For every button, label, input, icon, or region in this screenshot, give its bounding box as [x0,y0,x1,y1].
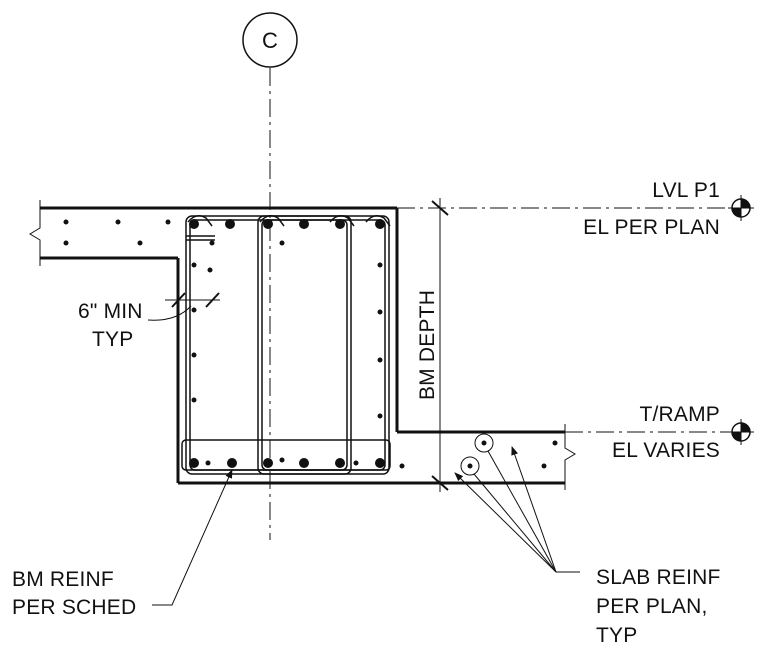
beam-reinf-leader [152,469,233,606]
grid-bubble [242,12,298,68]
beam-depth-dimension [431,198,449,492]
min-clearance-label-line1: 6" MIN [78,300,143,323]
level-marker-p1-icon [728,195,754,221]
min-clearance-label-line2: TYP [92,328,133,351]
ramp-level-label: T/RAMP [639,403,720,426]
grid-line-c: C [242,12,298,540]
level-datum-lines [397,207,728,433]
concrete-outline [40,206,565,485]
break-lines [29,200,576,490]
slab-reinf-leaders [454,446,580,573]
stirrups [181,215,391,475]
level-p1-elevation: EL PER PLAN [583,216,720,239]
beam-depth-label: BM DEPTH [416,290,439,400]
beam-side-bars [191,240,383,466]
slab-reinf-note-line1: SLAB REINF [596,566,721,589]
slab-reinf-note-line2: PER PLAN, [596,595,708,618]
beam-reinf-note-line1: BM REINF [12,568,114,591]
grid-bubble-label: C [262,28,278,53]
slab-bar-callout-circles [460,433,494,476]
min-clearance-dimension [147,292,220,321]
beam-main-bars [189,219,385,468]
level-marker-ramp-icon [728,419,754,445]
slab-reinf-note-line3: TYP [596,624,637,647]
slab-bars [63,219,558,469]
beam-reinf-note-line2: PER SCHED [12,596,136,619]
stirrup-hooks [187,215,391,227]
level-p1-label: LVL P1 [652,179,720,202]
ramp-level-elevation: EL VARIES [612,439,720,462]
